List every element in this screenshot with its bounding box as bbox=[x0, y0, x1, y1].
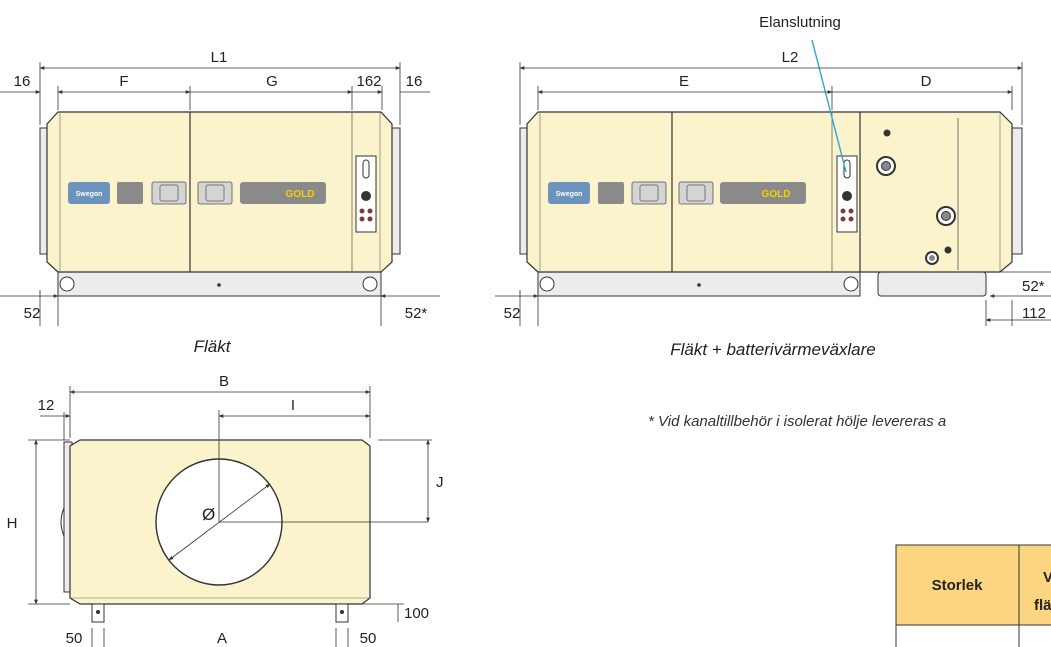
dim-162: 162 bbox=[356, 73, 381, 90]
base-foot-right bbox=[362, 276, 378, 292]
dim-h: H bbox=[7, 515, 18, 532]
dim-52-left: 52 bbox=[24, 305, 41, 322]
elanslutning-pointer bbox=[811, 39, 847, 173]
brand-text-2: Swegon bbox=[556, 191, 583, 198]
table-cell-size: 12 bbox=[949, 645, 966, 647]
size-table: Storlek V flä 12 bbox=[895, 544, 1051, 647]
dim-16-right: 16 bbox=[406, 73, 423, 90]
dim-52-left-2: 52 bbox=[504, 305, 521, 322]
dim-l2: L2 bbox=[782, 49, 799, 66]
dim-112: 112 bbox=[1022, 305, 1046, 322]
dim-i: I bbox=[291, 397, 295, 414]
dim-diameter: Ø bbox=[202, 505, 215, 524]
dim-j: J bbox=[436, 474, 444, 491]
end-view: Ø B I 12 J H A bbox=[7, 373, 444, 647]
fan-battery-caption: Fläkt + batterivärmeväxlare bbox=[670, 340, 876, 359]
main-switch bbox=[361, 191, 371, 201]
table-header-storlek: Storlek bbox=[932, 577, 984, 594]
dim-l1: L1 bbox=[211, 49, 228, 66]
gold-text-2: GOLD bbox=[762, 189, 791, 200]
dim-d: D bbox=[921, 73, 932, 90]
dim-12: 12 bbox=[38, 397, 55, 414]
base-hole bbox=[217, 283, 221, 287]
dim-50-right: 50 bbox=[360, 630, 377, 647]
fan-view: Swegon GOLD bbox=[0, 49, 440, 356]
right-flange-2 bbox=[1011, 127, 1023, 255]
dim-100: 100 bbox=[404, 605, 429, 622]
fan-battery-view: Swegon GOLD Elanslutning bbox=[495, 14, 1051, 359]
dim-f: F bbox=[119, 73, 128, 90]
end-dimensions bbox=[28, 386, 432, 647]
dim-16-left: 16 bbox=[14, 73, 31, 90]
table-header-fla: flä bbox=[1034, 597, 1051, 614]
footnote: * Vid kanaltillbehör i isolerat hölje le… bbox=[648, 413, 946, 430]
table-header-v: V bbox=[1043, 569, 1051, 586]
dim-50-left: 50 bbox=[66, 630, 83, 647]
base-foot-left bbox=[59, 276, 75, 292]
brand-text: Swegon bbox=[76, 191, 103, 198]
fan-battery-dimensions bbox=[495, 62, 1051, 326]
swegon-logo bbox=[68, 182, 110, 204]
dim-b: B bbox=[219, 373, 229, 390]
gold-text: GOLD bbox=[286, 189, 315, 200]
base-frame-3 bbox=[877, 271, 987, 297]
fan-dimensions bbox=[0, 62, 440, 326]
panel-block bbox=[117, 182, 143, 204]
dim-a: A bbox=[217, 630, 227, 647]
elanslutning-label: Elanslutning bbox=[759, 14, 841, 31]
fan-caption: Fläkt bbox=[194, 337, 232, 356]
dim-e: E bbox=[679, 73, 689, 90]
dim-52-right-2: 52* bbox=[1022, 278, 1045, 295]
dim-g: G bbox=[266, 73, 278, 90]
water-connections bbox=[876, 129, 956, 265]
dim-52-right: 52* bbox=[405, 305, 428, 322]
gold-logo bbox=[240, 182, 326, 204]
